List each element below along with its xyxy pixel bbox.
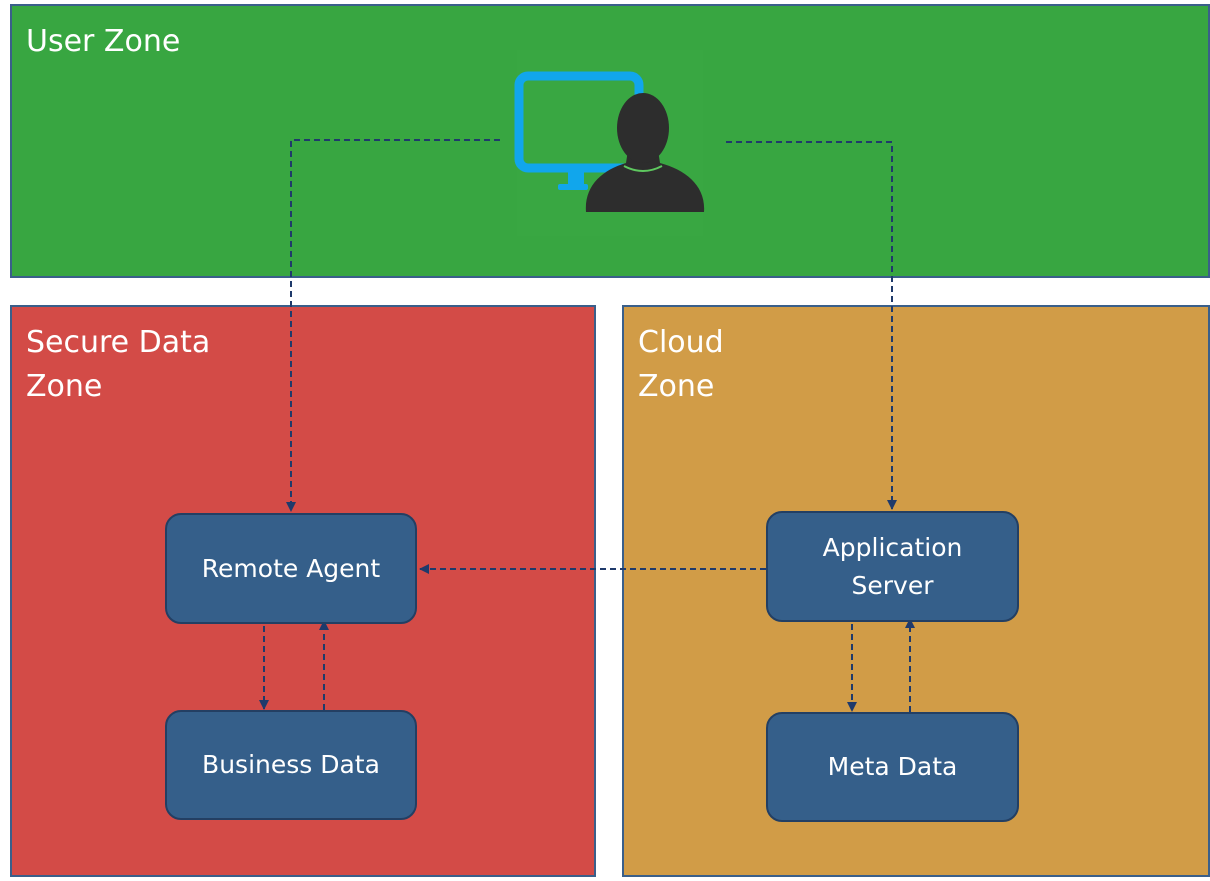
connector-user-to-remote-agent: [286, 139, 500, 512]
business-data-node: Business Data: [165, 710, 417, 820]
connector-user-to-application-server: [726, 141, 897, 510]
application-server-node: Application Server: [766, 511, 1019, 622]
monitor-stand-icon: [568, 172, 584, 186]
user-zone: User Zone: [10, 4, 1210, 278]
connectors: [259, 139, 915, 712]
secure-zone-title: Secure Data Zone: [26, 325, 211, 404]
remote-agent-label: Remote Agent: [201, 553, 381, 583]
application-server-label: Application Server: [822, 532, 963, 600]
meta-data-label: Meta Data: [827, 752, 958, 781]
remote-agent-node: Remote Agent: [165, 513, 417, 624]
business-data-label: Business Data: [202, 750, 380, 779]
meta-data-node: Meta Data: [766, 712, 1019, 822]
cloud-zone-title: Cloud Zone: [638, 325, 724, 404]
person-icon: [585, 93, 705, 212]
user-zone-title: User Zone: [26, 24, 181, 59]
user-workstation-icon: [514, 50, 705, 236]
